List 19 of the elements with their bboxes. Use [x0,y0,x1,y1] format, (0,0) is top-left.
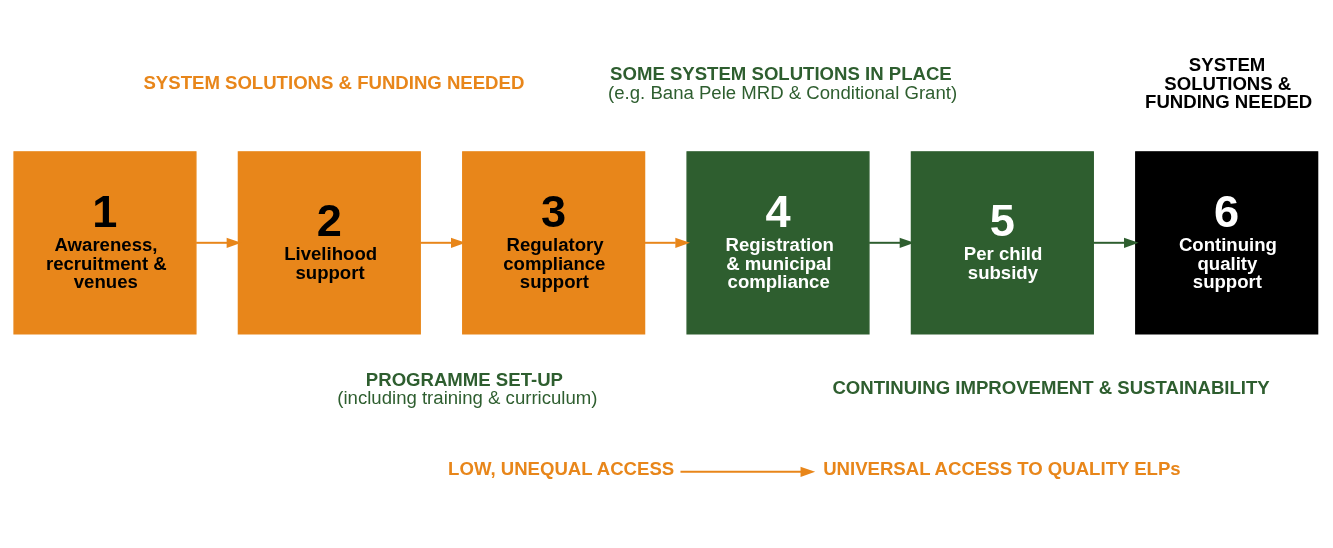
node-text: UNIVERSAL ACCESS TO QUALITY ELPs [823,458,1181,480]
label: SOME SYSTEM SOLUTIONS IN PLACE [610,63,952,85]
label: SYSTEM SOLUTIONS & FUNDING NEEDED [1145,54,1313,113]
label: (e.g. Bana Pele MRD & Conditional Grant) [608,82,958,104]
node-box: 1 Awareness, recruitment & venues [13,151,197,335]
label: PROGRAMME SET-UP [365,368,563,390]
node-box: 4 Registration & municipal compliance [686,151,870,335]
label: CONTINUING IMPROVEMENT & SUSTAINABILITY [832,377,1270,399]
node-box: 3 Regulatory compliance support [462,151,646,335]
label: (including training & curriculum) [337,387,598,409]
arrow [679,466,816,477]
node-box: 6 Continuing quality support [1135,151,1319,335]
node-box: 2 Livelihood support [237,151,421,335]
arrow [419,237,466,248]
arrow [643,237,690,248]
label: SYSTEM SOLUTIONS & FUNDING NEEDED [143,72,525,94]
node-box: 5 Per child subsidy [910,151,1094,335]
arrow [1092,237,1139,248]
node-text: LOW, UNEQUAL ACCESS [448,458,675,480]
